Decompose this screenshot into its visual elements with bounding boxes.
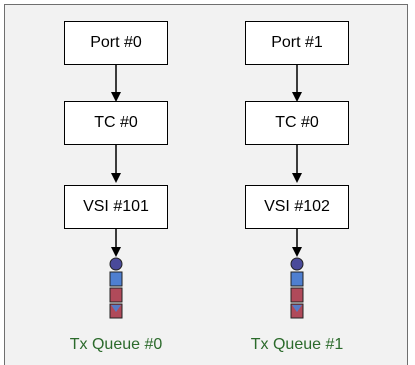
tc-label: TC #0 (94, 114, 138, 131)
tc-box-0: TC #0 (64, 101, 168, 145)
port-label: Port #0 (90, 34, 142, 51)
vsi-label: VSI #102 (264, 198, 330, 215)
vsi-box-0: VSI #101 (64, 185, 168, 229)
tx-queue-label-0: Tx Queue #0 (69, 336, 163, 353)
tc-box-1: TC #0 (245, 101, 349, 145)
port-box-1: Port #1 (245, 21, 349, 65)
port-label: Port #1 (271, 34, 323, 51)
tx-queue-label-1: Tx Queue #1 (250, 336, 344, 353)
vsi-box-1: VSI #102 (245, 185, 349, 229)
queue-stack-icon (109, 257, 123, 319)
port-box-0: Port #0 (64, 21, 168, 65)
tc-label: TC #0 (275, 114, 319, 131)
queue-stack-icon (290, 257, 304, 319)
vsi-label: VSI #101 (83, 198, 149, 215)
